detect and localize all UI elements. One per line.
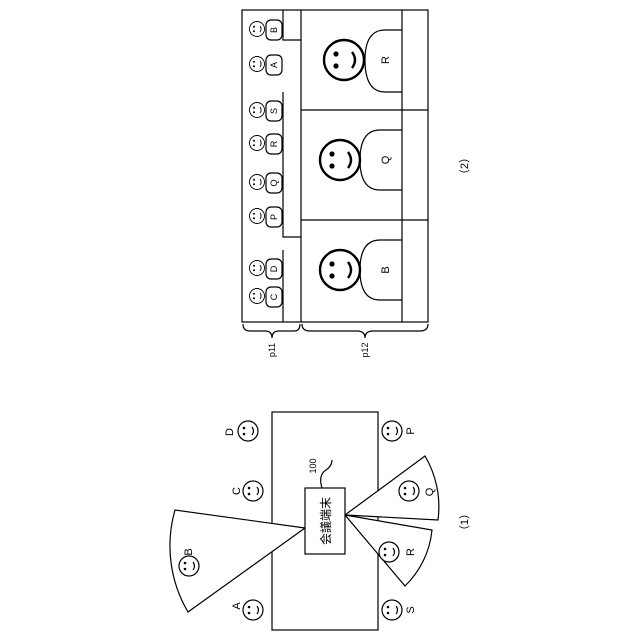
strip-label-d: D (269, 265, 279, 272)
main-face-r-icon (324, 40, 364, 80)
strip-face-b-icon (250, 22, 265, 37)
person-a-label: A (231, 602, 243, 610)
main-faces: B Q R (320, 10, 402, 322)
main-face-q-icon (320, 140, 360, 180)
device-ref-label: 100 (308, 458, 318, 473)
strip-face-q-icon (250, 175, 265, 190)
region-label-p12: p12 (360, 342, 370, 357)
figure-1: 会議端末 100 A B C D P Q R S （1） (170, 412, 471, 630)
person-c-label: C (231, 487, 243, 495)
region-label-p11: p11 (267, 343, 277, 357)
person-p-label: P (405, 427, 417, 434)
person-a-icon (243, 600, 263, 620)
person-s-label: S (405, 606, 417, 613)
region-braces: p11 p12 (243, 324, 428, 358)
strip-label-s: S (269, 108, 279, 114)
main-label-q: Q (380, 155, 392, 164)
strip-face-r-icon (250, 136, 265, 151)
person-b-label: B (183, 548, 195, 555)
strip-face-p-icon (250, 209, 265, 224)
strip-label-a: A (269, 62, 279, 68)
main-label-b: B (380, 266, 392, 273)
person-d-icon (238, 421, 258, 441)
device-ref-leader (321, 460, 332, 488)
strip-face-s-icon (250, 103, 265, 118)
figure-1-label: （1） (458, 508, 471, 536)
figure-2-label: （2） (458, 152, 471, 180)
strip-face-c-icon (250, 289, 265, 304)
brace-p11 (243, 324, 300, 338)
main-face-b-icon (320, 250, 360, 290)
figure-2: C D P Q R S A (242, 10, 471, 358)
strip-face-d-icon (250, 261, 265, 276)
person-q-label: Q (424, 487, 436, 496)
strip-boxes (283, 10, 301, 322)
device-label: 会議端末 (319, 497, 333, 545)
main-label-r: R (380, 56, 392, 64)
person-s-icon (382, 600, 402, 620)
strip-label-c: C (269, 293, 279, 300)
strip-label-r: R (269, 140, 279, 147)
person-p-icon (382, 421, 402, 441)
strip-faces: C D P Q R S A (250, 20, 283, 307)
person-q-icon (399, 481, 419, 501)
strip-label-p: P (269, 214, 279, 220)
person-d-label: D (224, 428, 236, 436)
strip-label-b: B (269, 27, 279, 33)
person-c-icon (243, 481, 263, 501)
strip-face-a-icon (250, 57, 265, 72)
person-b-icon (179, 556, 199, 576)
strip-label-q: Q (269, 179, 279, 186)
brace-p12 (302, 324, 428, 338)
person-r-icon (379, 542, 399, 562)
person-r-label: R (405, 548, 417, 556)
